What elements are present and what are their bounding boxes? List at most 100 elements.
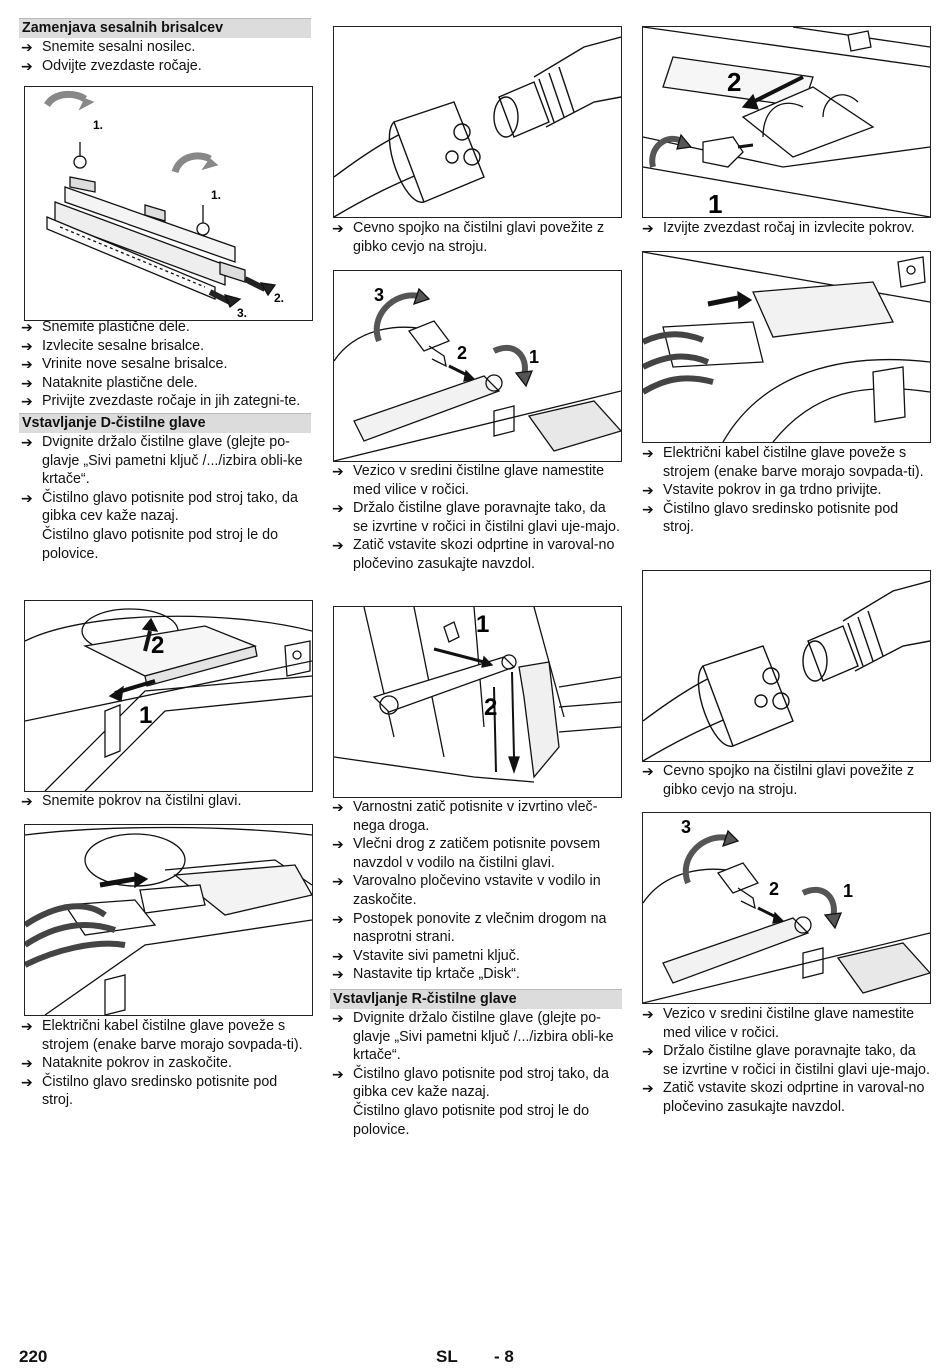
figure-label: 1.	[211, 188, 221, 202]
arrow-icon: ➔	[642, 500, 654, 517]
step-item: ➔Vstavite sivi pametni ključ.	[332, 947, 520, 964]
arrow-icon: ➔	[332, 463, 344, 479]
step-list: ➔Cevno spojko na čistilni glavi povežite…	[330, 219, 622, 256]
arrow-icon: ➔	[332, 500, 344, 517]
column-2-pin-steps: ➔Varnostni zatič potisnite v izvrtino vl…	[330, 798, 622, 1139]
figure-cover-removal: 2 1	[24, 600, 313, 792]
section-title-vacuum-lips: Zamenjava sesalnih brisalcev	[19, 18, 311, 38]
step-item: ➔Čistilno glavo sredinsko potisnite pod …	[642, 500, 899, 536]
arrow-icon: ➔	[642, 1043, 654, 1060]
figure-label: 2.	[274, 291, 284, 305]
arrow-icon: ➔	[332, 966, 344, 983]
step-item: ➔Dvignite držalo čistilne glave (glejte …	[332, 1009, 614, 1064]
arrow-icon: ➔	[642, 763, 654, 779]
step-item: ➔Izvlecite sesalne brisalce.	[21, 337, 205, 354]
section-title-d-head: Vstavljanje D-čistilne glave	[19, 412, 311, 433]
step-list: ➔Električni kabel čistilne glave poveže …	[640, 444, 930, 537]
step-list: ➔Električni kabel čistilne glave poveže …	[19, 1017, 311, 1110]
figure-label: 3	[374, 285, 384, 305]
figure-label: 3.	[237, 306, 247, 320]
arrow-icon: ➔	[332, 836, 344, 853]
step-item: ➔Električni kabel čistilne glave poveže …	[642, 445, 924, 480]
arrow-icon: ➔	[642, 445, 654, 461]
figure-hose-coupling-2	[642, 570, 931, 762]
arrow-icon: ➔	[21, 433, 33, 450]
step-item: ➔Čistilno glavo sredinsko potisnite pod …	[21, 1073, 278, 1109]
arrow-icon: ➔	[21, 393, 33, 410]
fork-mount-illustration: 3 2 1	[643, 817, 930, 1003]
step-item: ➔Nataknite pokrov in zaskočite.	[21, 1055, 232, 1072]
section-title-r-head: Vstavljanje R-čistilne glave	[330, 988, 622, 1009]
step-item: ➔Varnostni zatič potisnite v izvrtino vl…	[332, 799, 598, 834]
step-list: ➔Snemite plastične dele. ➔Izvlecite sesa…	[19, 318, 311, 411]
step-item: ➔Nastavite tip krtače „Disk“.	[332, 966, 520, 983]
cover-removal-illustration: 2 1	[25, 608, 312, 791]
figure-label: 2	[727, 67, 741, 97]
figure-fork-mount-2: 3 2 1	[642, 812, 931, 1004]
figure-label: 3	[681, 817, 691, 837]
step-note: Čistilno glavo potisnite pod stroj le do…	[42, 526, 279, 562]
arrow-icon: ➔	[332, 799, 344, 815]
step-item: ➔Dvignite držalo čistilne glave (glejte …	[21, 433, 303, 488]
page-suffix: - 8	[494, 1347, 514, 1366]
arrow-icon: ➔	[21, 319, 33, 335]
arrow-icon: ➔	[21, 356, 33, 373]
step-item: ➔Izvijte zvezdast ročaj in izvlecite pok…	[642, 220, 915, 236]
arrow-icon: ➔	[332, 1009, 344, 1026]
figure-label: 1	[139, 702, 152, 729]
figure-pin-insert: 1 2	[333, 606, 622, 798]
arrow-icon: ➔	[332, 947, 344, 964]
arrow-icon: ➔	[21, 793, 33, 809]
step-item: ➔Držalo čistilne glave poravnajte tako, …	[642, 1043, 930, 1078]
figure-label: 1	[529, 347, 539, 367]
step-item: ➔Vrinite nove sesalne brisalce.	[21, 356, 228, 373]
step-item: ➔Električni kabel čistilne glave poveže …	[21, 1018, 303, 1053]
fork-mount-illustration: 3 2 1	[334, 285, 621, 461]
pin-insert-illustration: 1 2	[334, 607, 621, 783]
cable-plug-illustration	[643, 252, 930, 442]
step-item: ➔Varovalno pločevino vstavite v vodilo i…	[332, 873, 601, 908]
step-item: ➔Vstavite pokrov in ga trdno privijte.	[642, 482, 882, 499]
arrow-icon: ➔	[332, 910, 344, 927]
hose-coupling-illustration	[643, 580, 930, 761]
column-3-end: ➔Vezico v sredini čistilne glave namesti…	[640, 1005, 930, 1117]
step-item: ➔Držalo čistilne glave poravnajte tako, …	[332, 500, 620, 535]
step-item: ➔Vlečni drog z zatičem potisnite povsem …	[332, 836, 601, 871]
step-note: Čistilno glavo potisnite pod stroj le do…	[353, 1102, 590, 1138]
step-list: ➔Vezico v sredini čistilne glave namesti…	[640, 1005, 930, 1117]
step-item: ➔Čistilno glavo potisnite pod stroj tako…	[21, 489, 298, 525]
cable-connect-illustration	[25, 826, 312, 1015]
arrow-icon: ➔	[21, 1073, 33, 1090]
step-item: ➔Nataknite plastične dele.	[21, 374, 198, 391]
arrow-icon: ➔	[642, 482, 654, 499]
figure-cable-connect	[24, 824, 313, 1016]
figure-label: 2	[484, 694, 497, 721]
figure-knob-cover: 2 1	[642, 26, 931, 218]
step-item: ➔Odvijte zvezdaste ročaje.	[21, 57, 202, 74]
arrow-icon: ➔	[21, 489, 33, 506]
step-item: ➔Čistilno glavo potisnite pod stroj tako…	[332, 1065, 609, 1101]
figure-hose-coupling	[333, 26, 622, 218]
figure-vacuum-bar: 1. 1. 2. 3.	[24, 86, 313, 321]
arrow-icon: ➔	[21, 1055, 33, 1072]
step-item: ➔Privijte zvezdaste ročaje in jih zategn…	[21, 393, 301, 410]
arrow-icon: ➔	[332, 1065, 344, 1082]
arrow-icon: ➔	[642, 1080, 654, 1097]
step-list: ➔Varnostni zatič potisnite v izvrtino vl…	[330, 798, 622, 984]
step-list: ➔Vezico v sredini čistilne glave namesti…	[330, 462, 622, 574]
step-list: ➔Snemite sesalni nosilec. ➔Odvijte zvezd…	[19, 38, 311, 75]
hose-coupling-illustration	[334, 36, 621, 217]
figure-fork-mount: 3 2 1	[333, 270, 622, 462]
arrow-icon: ➔	[642, 220, 654, 236]
figure-cable-plug	[642, 251, 931, 443]
column-3-knob-step: ➔Izvijte zvezdast ročaj in izvlecite pok…	[640, 219, 930, 238]
figure-label: 1	[708, 189, 722, 217]
step-item: ➔Snemite plastične dele.	[21, 319, 190, 335]
step-item: ➔Postopek ponovite z vlečnim drogom na n…	[332, 910, 607, 946]
step-item: ➔Zatič vstavite skozi odprtine in varova…	[332, 537, 615, 572]
arrow-icon: ➔	[332, 220, 344, 236]
arrow-icon: ➔	[21, 1018, 33, 1034]
step-list: ➔Dvignite držalo čistilne glave (glejte …	[19, 433, 311, 526]
step-item: ➔Zatič vstavite skozi odprtine in varova…	[642, 1080, 925, 1115]
figure-label: 2	[151, 632, 164, 659]
